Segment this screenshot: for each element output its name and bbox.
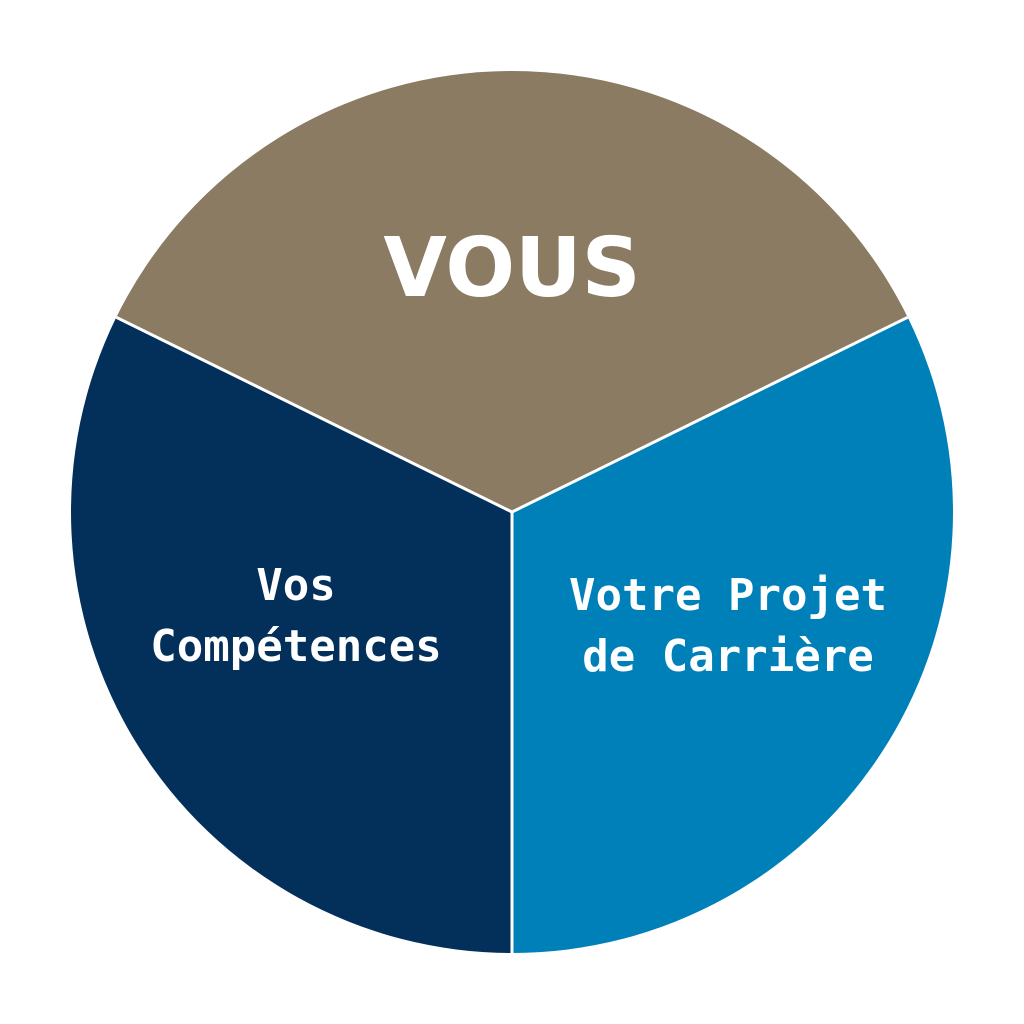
segment-projet-carriere	[512, 317, 953, 954]
segment-vous	[116, 70, 908, 513]
label-vos: Vos	[256, 560, 335, 611]
divider-line	[511, 315, 909, 514]
divider-line	[115, 315, 513, 514]
label-votre-projet: Votre Projet	[569, 570, 887, 621]
label-vous: VOUS	[383, 221, 640, 316]
segment-competences	[70, 317, 513, 954]
label-competences: Compétences	[150, 621, 441, 672]
label-de-carriere: de Carrière	[582, 631, 873, 682]
